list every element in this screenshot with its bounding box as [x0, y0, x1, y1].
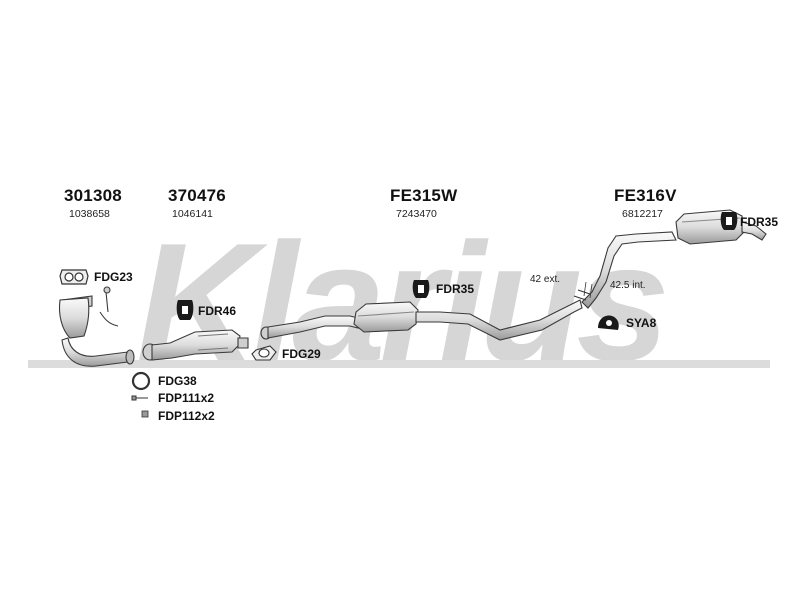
fdg23-gasket-icon — [59, 269, 89, 285]
oe-number-1046141: 1046141 — [172, 208, 213, 220]
fdp111-bolt-icon — [131, 395, 148, 401]
catalyst-370476[interactable] — [142, 329, 249, 361]
dimension-int: 42.5 int. — [610, 280, 646, 291]
fitting-label-fdg23: FDG23 — [94, 270, 133, 284]
fitting-label-fdg38: FDG38 — [158, 374, 197, 388]
dimension-ext: 42 ext. — [530, 274, 561, 285]
part-number-fe316v: FE316V — [614, 186, 677, 205]
fdg29-gasket-icon — [251, 345, 277, 361]
part-number-370476: 370476 — [168, 186, 226, 205]
oe-number-7243470: 7243470 — [396, 208, 437, 220]
fdr46-rubber-icon — [176, 300, 194, 320]
oe-number-1038658: 1038658 — [69, 208, 110, 220]
part-number-301308: 301308 — [64, 186, 122, 205]
fitting-label-fdr46: FDR46 — [198, 304, 237, 318]
fitting-label-sya8: SYA8 — [626, 316, 657, 330]
fitting-label-fdr35-rear: FDR35 — [740, 215, 779, 229]
fdr35-rear-rubber-icon — [720, 212, 738, 230]
fdr35-mid-rubber-icon — [412, 280, 430, 298]
intermediate-fe315w[interactable] — [260, 299, 583, 341]
fitting-label-fdp111: FDP111x2 — [158, 391, 215, 405]
watermark-underline — [28, 360, 770, 368]
fdp112-nut-icon — [141, 410, 149, 418]
part-number-fe315w: FE315W — [390, 186, 458, 205]
fitting-label-fdp112: FDP112x2 — [158, 409, 215, 423]
oe-number-6812217: 6812217 — [622, 208, 663, 220]
fdg38-ring-icon — [131, 371, 151, 391]
sya8-hanger-icon — [598, 315, 619, 330]
front-pipe-301308[interactable] — [58, 286, 135, 367]
fitting-label-fdr35-mid: FDR35 — [436, 282, 475, 296]
fitting-label-fdg29: FDG29 — [282, 347, 321, 361]
joint-clamp-icon — [573, 281, 593, 301]
